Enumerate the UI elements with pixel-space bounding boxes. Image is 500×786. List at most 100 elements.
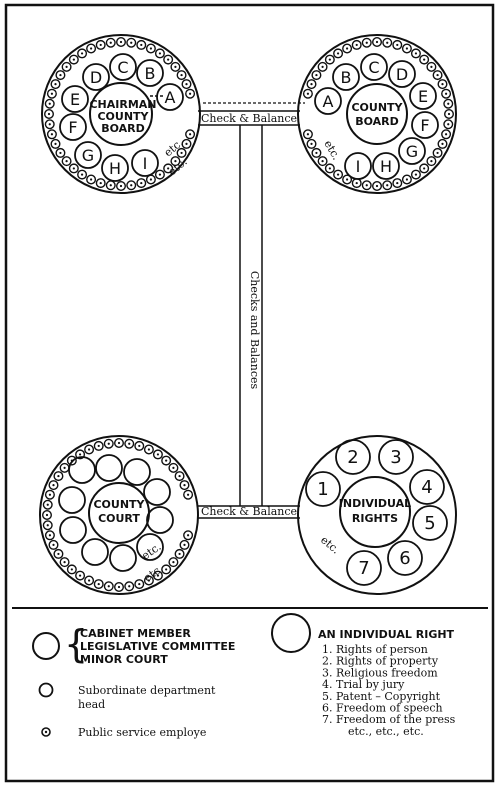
center-label-line1: COUNTY (351, 101, 403, 114)
outer-circle (297, 435, 457, 595)
employe-circle (342, 43, 353, 54)
employe-circle-dot (321, 160, 324, 163)
employe-circle-dot (180, 151, 183, 155)
employe-circle (68, 163, 79, 174)
employe-circle (324, 54, 335, 65)
department-circle (82, 63, 110, 91)
subordinate-circles (58, 454, 174, 572)
center-label-line3: BOARD (101, 122, 145, 135)
employe-circle (306, 79, 317, 90)
employe-circle (176, 70, 187, 81)
employe-circle (103, 438, 114, 449)
employe-circle (113, 582, 124, 593)
rights-list-item: 5. Patent – Copyright (322, 690, 441, 703)
employe-circle (154, 169, 165, 180)
legend-cabinet-member: CABINET MEMBER (80, 627, 191, 640)
employe-circle (443, 98, 454, 109)
employe-circle-dot (119, 184, 123, 188)
employe-circle-dot (107, 442, 110, 445)
employe-circle (311, 147, 322, 158)
employe-circle (59, 557, 70, 568)
employe-circle-dot (72, 167, 75, 170)
employe-circle-dot (130, 41, 133, 44)
employe-circle (168, 462, 179, 473)
employe-circle-dot (72, 58, 75, 61)
department-letter: A (323, 92, 334, 111)
employe-circle-dot (188, 92, 192, 95)
right-circle (387, 540, 423, 576)
department-circle (409, 82, 437, 110)
employe-circle (437, 79, 448, 90)
employe-circle-dot (63, 561, 66, 564)
subordinate-circle (59, 516, 87, 544)
employe-circle-dot (188, 133, 192, 136)
employe-circle (42, 499, 53, 510)
employe-circle (66, 564, 77, 575)
employe-circle-dot (128, 442, 131, 445)
employe-circle (361, 37, 372, 48)
employe-circle-dot (315, 151, 318, 155)
center-label-line1: INDIVIDUAL (339, 497, 411, 510)
employe-circle-dot (158, 52, 162, 55)
vertical-checks-and-balances-label: Checks and Balances (248, 271, 261, 390)
employe-circle-dot (59, 73, 62, 77)
employe-circle (324, 163, 335, 174)
employe-circle (145, 43, 156, 54)
employe-circle-dot (345, 47, 349, 50)
rights-list-item: 6. Freedom of speech (322, 702, 443, 715)
employe-circle-dot (328, 167, 331, 170)
employe-circle-dot (65, 160, 68, 163)
employe-circle-dot (375, 184, 379, 188)
employe-circle-dot (87, 579, 91, 582)
department-letter: G (82, 146, 94, 165)
employe-circle-dot (365, 41, 368, 44)
employe-circle-dot (321, 65, 324, 68)
employe-circle (161, 455, 172, 466)
employe-circle (84, 575, 95, 586)
employe-circle (86, 174, 97, 185)
employe-circle (77, 169, 88, 180)
legend-public-service-employe: Public service employe (78, 726, 206, 739)
employe-circle (170, 156, 181, 167)
top-check-balance-label: Check & Balance (201, 112, 297, 125)
employe-circle-dot (386, 184, 389, 187)
employe-circle (410, 169, 421, 180)
subordinate-circle (136, 533, 164, 561)
employe-circle-dot (128, 585, 131, 588)
employe-circle-dot (50, 92, 54, 95)
employe-circle (317, 156, 328, 167)
outer-border (4, 3, 495, 783)
top-right-small-circle-ring (302, 37, 455, 191)
employe-circle (441, 88, 452, 99)
employe-circle (124, 438, 135, 449)
employe-circle-dot (423, 58, 426, 61)
employe-circle-dot (396, 43, 399, 47)
employe-circle-dot (172, 561, 175, 564)
employe-circle (61, 156, 72, 167)
employe-circle (185, 129, 196, 140)
employe-circle-dot (147, 579, 151, 582)
rights-list-item: 3. Religious freedom (322, 666, 438, 679)
employe-circle-dot (109, 184, 112, 187)
employe-circle (152, 449, 163, 460)
employe-circle (75, 449, 86, 460)
center-circle (346, 83, 408, 145)
employe-circle-dot (149, 47, 153, 50)
employe-circle-dot (328, 58, 331, 61)
employe-circle-dot (140, 181, 143, 185)
employe-circle (44, 98, 55, 109)
employe-circle-dot (52, 483, 55, 487)
employe-circle (152, 570, 163, 581)
employe-circle (48, 480, 59, 491)
employe-circle-dot (310, 82, 313, 86)
legend-subordinate-line1: Subordinate department (78, 684, 216, 697)
employe-circle (113, 438, 124, 449)
employe-circle-dot (54, 82, 57, 86)
employe-circle-dot (138, 582, 141, 586)
employe-circle (176, 147, 187, 158)
employe-circle-dot (405, 178, 409, 181)
department-letter: C (368, 58, 379, 77)
right-number: 1 (317, 479, 328, 500)
